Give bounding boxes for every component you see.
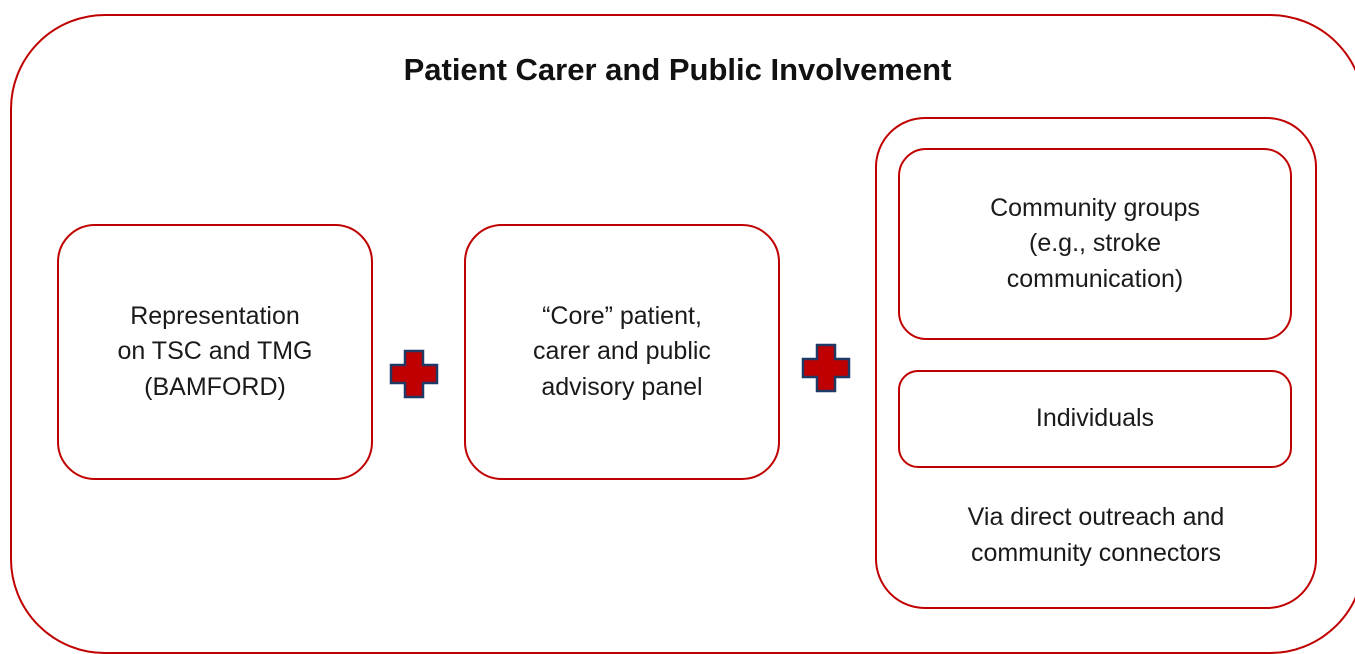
community-groups-box: Community groups (e.g., stroke communica… bbox=[898, 148, 1292, 340]
outreach-line-2: community connectors bbox=[970, 538, 1222, 567]
outreach-line-1: Via direct outreach and bbox=[967, 503, 1225, 531]
plus-icon bbox=[801, 343, 851, 393]
individuals-box: Individuals bbox=[898, 370, 1292, 468]
diagram-title: Patient Carer and Public Involvement bbox=[403, 52, 952, 87]
core-panel-line-1: “Core” patient, bbox=[542, 301, 702, 330]
outreach-container bbox=[875, 117, 1317, 609]
representation-line-3: (BAMFORD) bbox=[144, 372, 286, 401]
core-panel-line-3: advisory panel bbox=[541, 372, 703, 401]
representation-box: Representation on TSC and TMG (BAMFORD) bbox=[57, 224, 373, 480]
representation-line-1: Representation bbox=[130, 301, 300, 330]
community-groups-line-3: communication) bbox=[1006, 264, 1184, 293]
outreach-caption: Via direct outreach and community connec… bbox=[875, 500, 1317, 571]
community-groups-line-2: (e.g., stroke bbox=[1029, 229, 1161, 258]
core-panel-box: “Core” patient, carer and public advisor… bbox=[464, 224, 780, 480]
individuals-label: Individuals bbox=[1035, 404, 1155, 433]
core-panel-line-2: carer and public bbox=[533, 337, 711, 366]
representation-line-2: on TSC and TMG bbox=[117, 337, 313, 366]
community-groups-line-1: Community groups bbox=[990, 193, 1200, 222]
plus-icon bbox=[389, 349, 439, 399]
